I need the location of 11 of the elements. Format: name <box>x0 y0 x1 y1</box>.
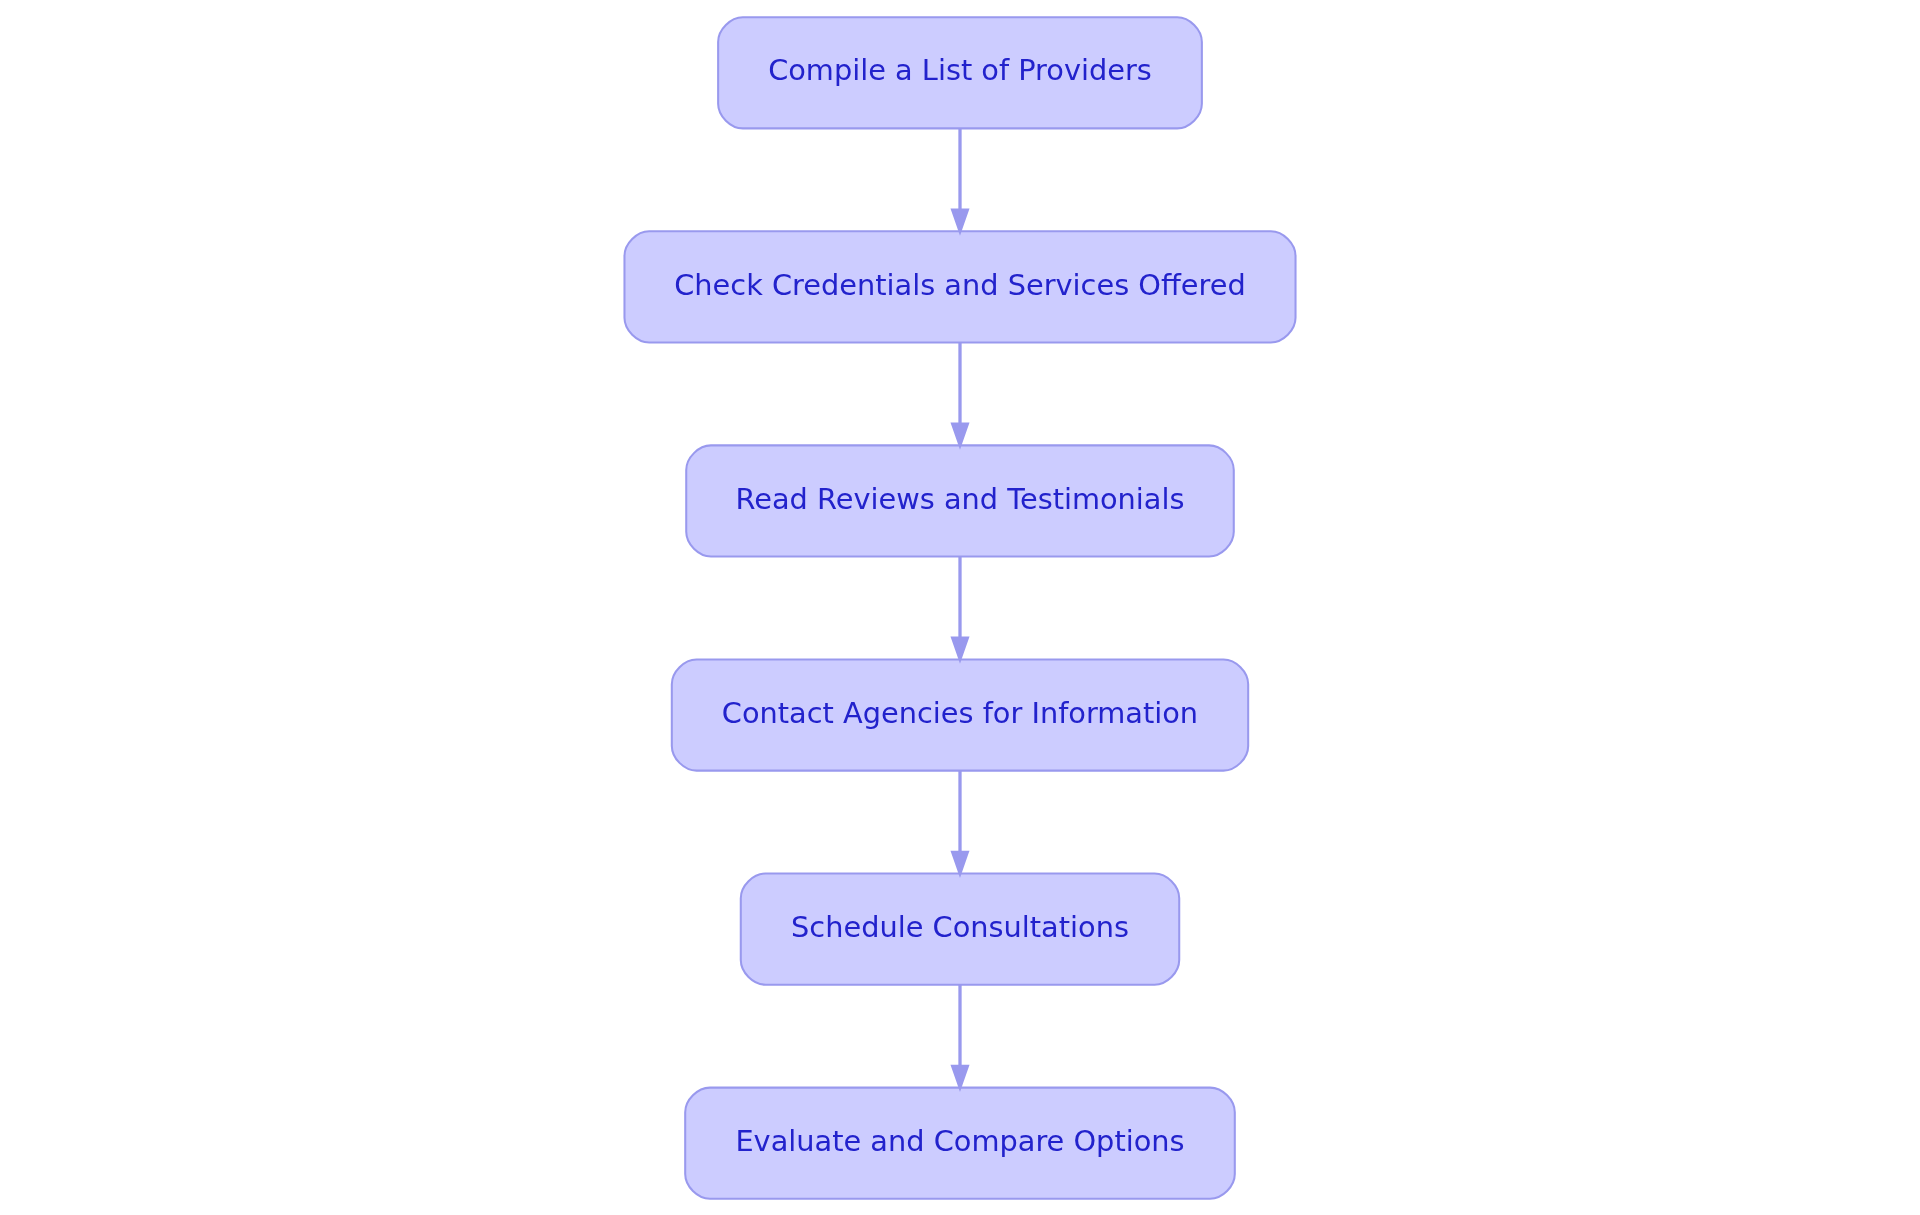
node-box: Read Reviews and Testimonials <box>685 443 1235 558</box>
arrow <box>950 341 970 450</box>
node-box: Schedule Consultations <box>739 872 1181 986</box>
arrow <box>950 556 970 664</box>
arrow <box>950 984 970 1092</box>
node-box: Compile a List of Providers <box>717 15 1203 129</box>
node-box: Contact Agencies for Information <box>670 657 1250 772</box>
arrow <box>950 770 970 878</box>
node-box: Evaluate and Compare Options <box>684 1086 1236 1200</box>
arrow <box>950 127 970 236</box>
node-box: Check Credentials and Services Offered <box>623 229 1297 343</box>
